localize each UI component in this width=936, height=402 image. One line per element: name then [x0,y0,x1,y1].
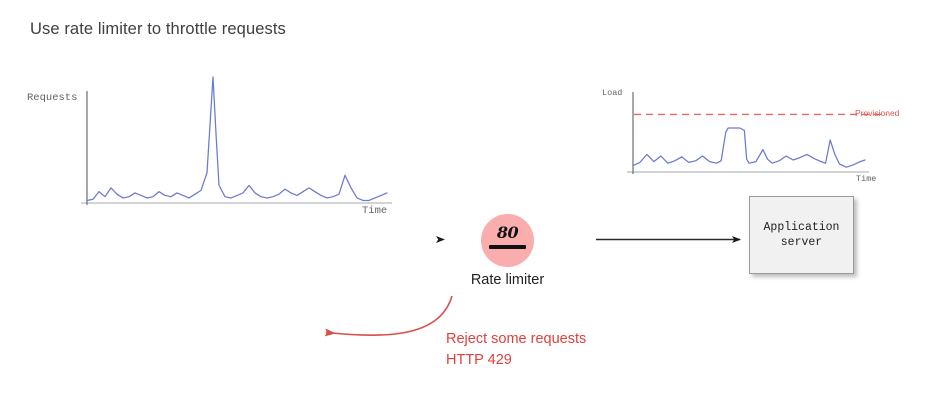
reject-annotation-line2: HTTP 429 [446,352,512,368]
server-load-chart-plot [627,92,887,174]
rate-limiter-node[interactable]: 80 Rate limiter [471,214,544,288]
rejected-requests-arrow [324,295,453,337]
application-server-label: Application server [764,220,840,250]
application-server-label-line2: server [780,236,823,249]
page-title: Use rate limiter to throttle requests [30,20,286,38]
reject-annotation-line1: Reject some requests [446,331,587,347]
application-server-node[interactable]: Application server [749,196,854,274]
rate-limiter-label: Rate limiter [470,272,545,288]
incoming-requests-chart-y-axis-label: Requests [27,92,78,104]
right-chart-svg-series-0 [632,127,866,168]
incoming-requests-chart-x-axis-label: Time [362,205,388,217]
incoming-requests-chart-plot [81,76,392,205]
left-chart-svg-series-0 [86,76,388,202]
server-load-chart [625,88,900,178]
rate-limiter-value: 80 [496,223,519,242]
rate-limiter-bar-icon [489,245,526,249]
provisioned-threshold-label: Provisioned [855,108,900,118]
incoming-requests-chart [70,75,410,210]
application-server-label-line1: Application [763,221,840,234]
reject-annotation: Reject some requests HTTP 429 [446,329,586,371]
rate-limiter-circle: 80 [481,214,534,267]
server-load-chart-x-axis-label: Time [856,174,877,184]
server-load-chart-y-axis-label: Load [602,88,623,98]
